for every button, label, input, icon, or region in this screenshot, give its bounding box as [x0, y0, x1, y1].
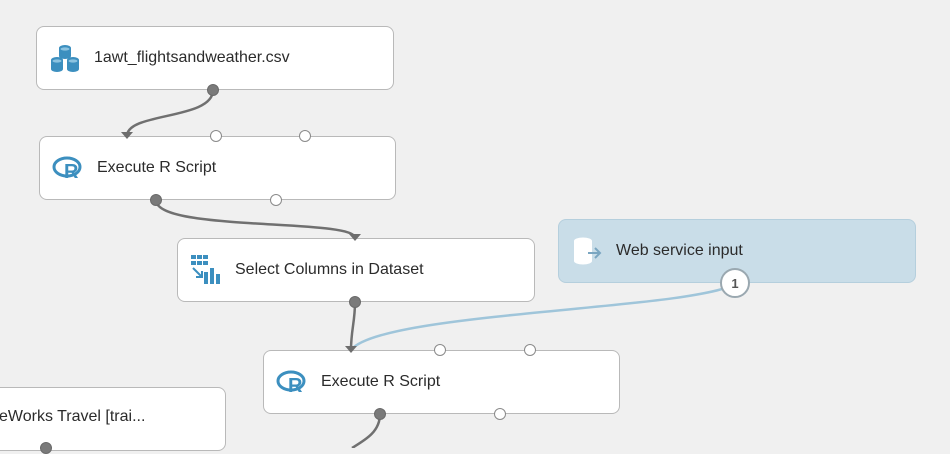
module-label: eWorks Travel [trai... — [0, 408, 146, 425]
module-select-columns[interactable]: Select Columns in Dataset — [177, 238, 535, 302]
module-label: Execute R Script — [321, 373, 441, 390]
connector-rscript2-output — [351, 413, 382, 448]
input-port[interactable] — [121, 132, 133, 139]
input-port[interactable] — [349, 234, 361, 241]
module-web-service-input[interactable]: Web service input — [558, 219, 916, 283]
connector-webservice-to-rscript2 — [350, 282, 736, 351]
output-port[interactable] — [349, 296, 361, 308]
output-port[interactable] — [150, 194, 162, 206]
output-port[interactable] — [270, 194, 282, 206]
svg-text:R: R — [288, 375, 303, 397]
dataset-icon — [51, 45, 79, 72]
web-service-input-icon — [574, 237, 602, 265]
r-language-icon: R — [276, 370, 306, 397]
r-language-icon: R — [52, 156, 82, 183]
connector-selectcolumns-to-rscript2 — [349, 301, 357, 351]
input-port[interactable] — [434, 344, 446, 356]
module-execute-r-script-1[interactable]: R Execute R Script — [39, 136, 396, 200]
module-label: 1awt_flightsandweather.csv — [94, 49, 290, 66]
input-port[interactable] — [299, 130, 311, 142]
svg-text:R: R — [64, 161, 79, 183]
output-port[interactable] — [374, 408, 386, 420]
module-partial-dataset[interactable]: eWorks Travel [trai... — [0, 387, 226, 451]
output-port[interactable] — [40, 442, 52, 454]
input-port[interactable] — [524, 344, 536, 356]
module-label: Select Columns in Dataset — [235, 261, 424, 278]
module-label: Web service input — [616, 242, 743, 259]
connector-dataset-to-rscript1 — [125, 89, 215, 137]
module-label: Execute R Script — [97, 159, 217, 176]
input-port[interactable] — [210, 130, 222, 142]
input-port[interactable] — [345, 346, 357, 353]
output-port[interactable] — [494, 408, 506, 420]
module-execute-r-script-2[interactable]: R Execute R Script — [263, 350, 620, 414]
connector-rscript1-to-selectcolumns — [154, 199, 357, 239]
module-dataset[interactable]: 1awt_flightsandweather.csv — [36, 26, 394, 90]
select-columns-icon — [191, 255, 220, 284]
output-port[interactable] — [207, 84, 219, 96]
web-service-port-badge[interactable]: 1 — [720, 268, 750, 298]
